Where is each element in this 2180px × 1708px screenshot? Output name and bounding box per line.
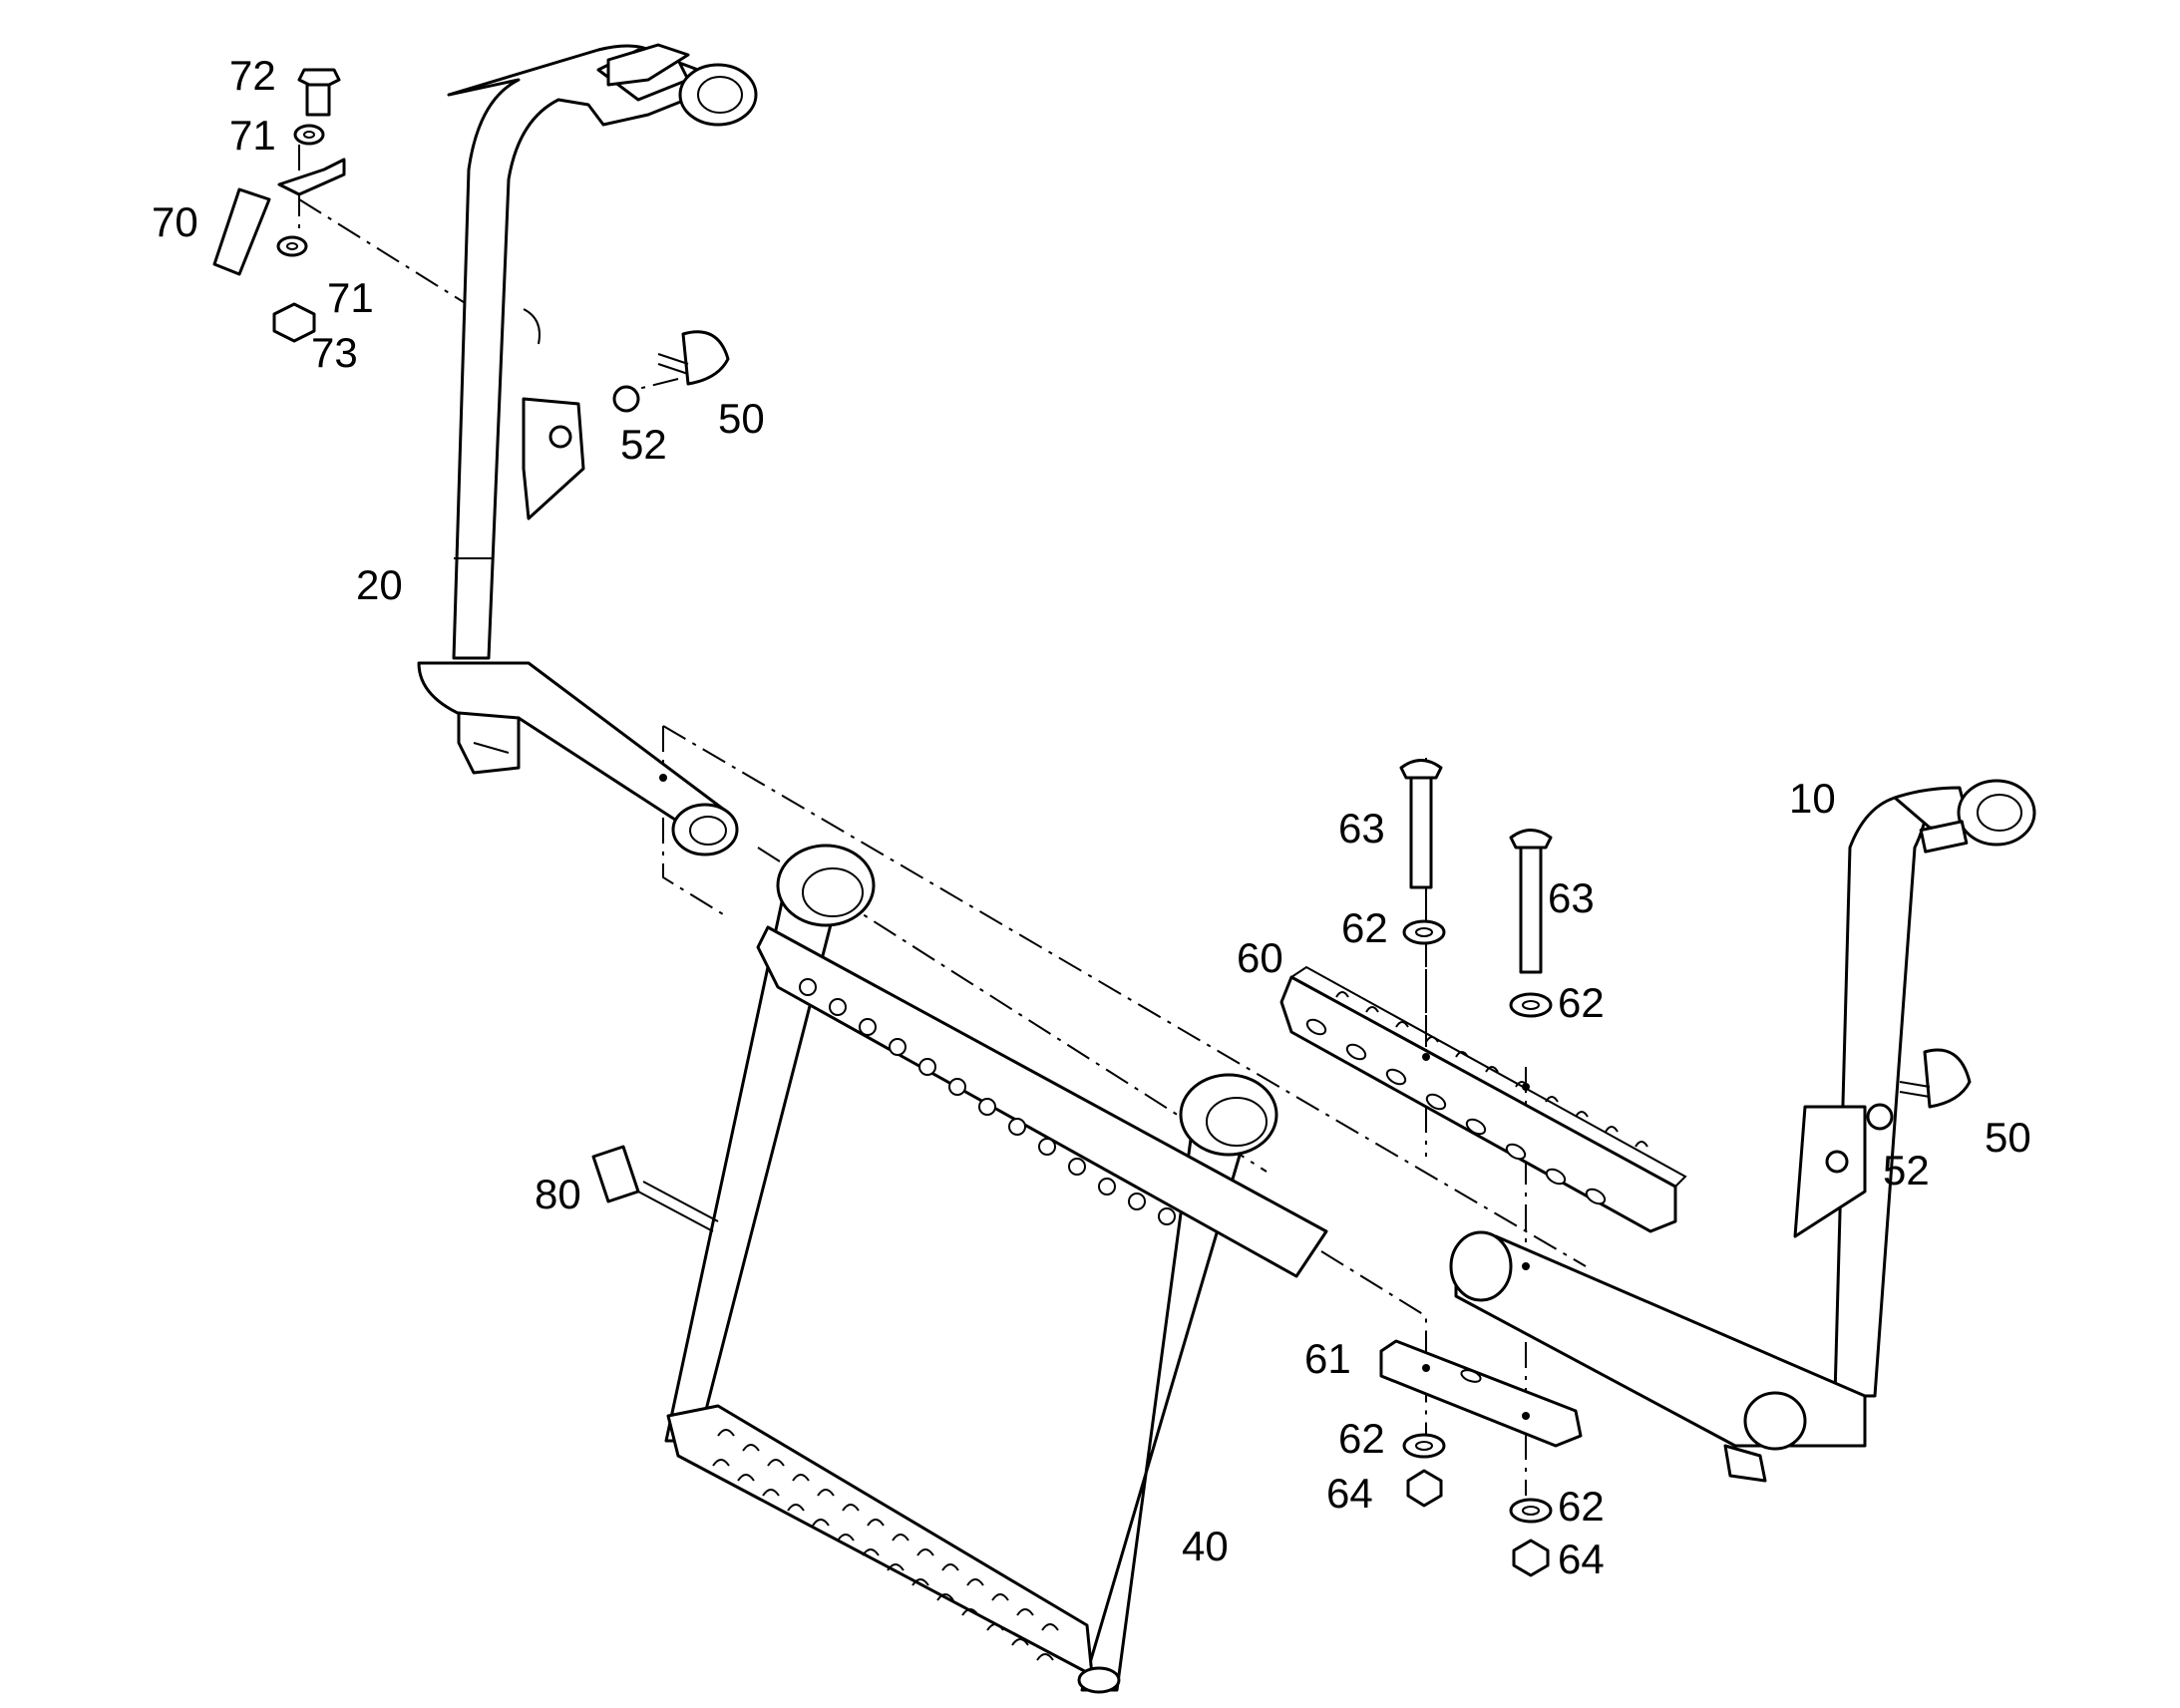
step-tread-holes — [712, 1429, 1059, 1661]
hardware — [212, 68, 1972, 1577]
callout-62-b: 62 — [1558, 979, 1605, 1026]
callout-72: 72 — [229, 52, 276, 99]
nut-73 — [272, 302, 316, 343]
callout-70: 70 — [152, 198, 198, 245]
right-frame-part-10 — [1449, 779, 2036, 1483]
nut-64-left — [1406, 1469, 1443, 1508]
left-frame-part-20 — [417, 43, 758, 856]
callout-64-right: 64 — [1558, 1536, 1605, 1582]
callout-60: 60 — [1237, 934, 1283, 981]
bumper-50-right — [1923, 1048, 1972, 1109]
callout-71-top: 71 — [229, 112, 276, 159]
callout-52-right: 52 — [1883, 1147, 1930, 1194]
callout-40: 40 — [1182, 1523, 1229, 1569]
nut-52-right — [1866, 1103, 1894, 1131]
nut-52-top — [612, 385, 640, 413]
nut-64-right — [1512, 1538, 1550, 1577]
callout-62-c: 62 — [1338, 1415, 1385, 1462]
callout-50-top: 50 — [718, 395, 765, 442]
callout-50-right: 50 — [1985, 1114, 2031, 1161]
upper-plate-slots — [1305, 1018, 1607, 1205]
rear-crossbar-holes — [799, 978, 1176, 1225]
clamp-70 — [277, 158, 346, 196]
pin-80 — [591, 1145, 640, 1203]
callout-73: 73 — [311, 329, 358, 376]
callout-62-a: 62 — [1341, 904, 1388, 951]
bumper-50-top — [681, 330, 730, 386]
bolt-63-right — [1519, 836, 1543, 974]
bolt-72-shank — [305, 83, 331, 117]
callout-71-bottom: 71 — [327, 274, 374, 321]
callout-63-left: 63 — [1338, 805, 1385, 852]
step-frame-part-40 — [664, 844, 1328, 1694]
assembly-lines — [298, 145, 1876, 1496]
lower-plate-part-61 — [1379, 1339, 1583, 1448]
callout-10: 10 — [1789, 775, 1836, 822]
callout-62-d: 62 — [1558, 1483, 1605, 1530]
callout-20: 20 — [356, 561, 403, 608]
callout-labels: 72 71 70 71 73 52 50 20 63 10 63 62 60 6… — [152, 52, 2031, 1582]
callout-52-top: 52 — [620, 421, 667, 468]
callout-61: 61 — [1304, 1335, 1351, 1382]
callout-64-left: 64 — [1326, 1470, 1373, 1517]
callout-63-right: 63 — [1548, 874, 1595, 921]
upper-plate-part-60 — [1279, 965, 1687, 1233]
bolt-63-left — [1409, 766, 1433, 889]
pin-70 — [212, 187, 271, 276]
callout-80: 80 — [535, 1171, 581, 1217]
